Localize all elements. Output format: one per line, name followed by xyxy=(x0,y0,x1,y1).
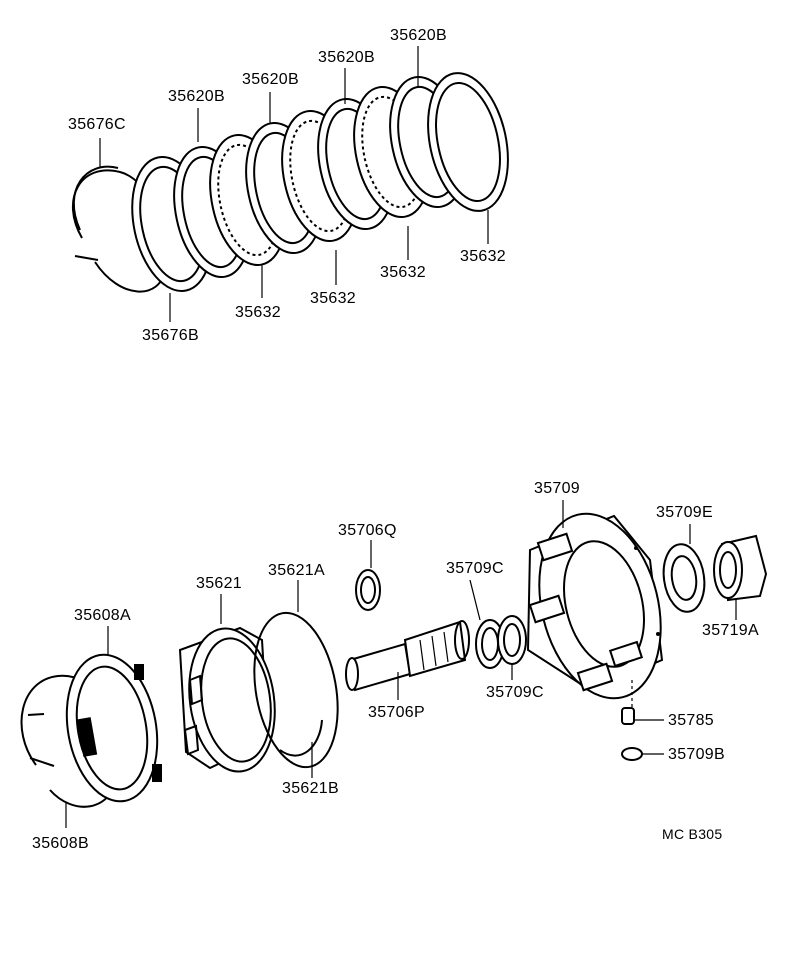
splined-hub-35719A xyxy=(713,534,768,602)
one-way-clutch-35608A xyxy=(65,653,162,803)
label-35621A: 35621A xyxy=(268,562,325,579)
label-35621: 35621 xyxy=(196,575,242,592)
label-35706Q: 35706Q xyxy=(338,522,397,539)
label-35709E: 35709E xyxy=(656,504,713,521)
top-leader-lines xyxy=(99,46,489,322)
label-35676B: 35676B xyxy=(142,327,199,344)
clutch-plate-stack xyxy=(173,72,509,278)
label-35620B-1: 35620B xyxy=(168,88,225,105)
label-35620B-4: 35620B xyxy=(390,27,447,44)
label-35709C-2: 35709C xyxy=(486,684,544,701)
clutch-drum-35621 xyxy=(178,626,276,773)
label-35632-4: 35632 xyxy=(460,248,506,265)
label-35632-3: 35632 xyxy=(380,264,426,281)
label-35709: 35709 xyxy=(534,480,580,497)
bearing-35706Q xyxy=(355,569,381,611)
label-35632-2: 35632 xyxy=(310,290,356,307)
seal-rings-35709C xyxy=(475,615,527,669)
label-35608A: 35608A xyxy=(74,607,131,624)
thrust-washer-35709E xyxy=(662,543,706,613)
bottom-leader-lines xyxy=(65,500,737,828)
label-35620B-2: 35620B xyxy=(242,71,299,88)
input-shaft-35706P xyxy=(345,620,470,692)
label-35785: 35785 xyxy=(668,712,714,729)
label-35676C: 35676C xyxy=(68,116,126,133)
plate-35621B xyxy=(279,719,323,757)
o-ring-35709B xyxy=(621,747,643,761)
label-35706P: 35706P xyxy=(368,704,425,721)
label-35719A: 35719A xyxy=(702,622,759,639)
diagram-code: MC B305 xyxy=(662,826,723,842)
label-35709C-1: 35709C xyxy=(446,560,504,577)
label-35632-1: 35632 xyxy=(235,304,281,321)
clutch-drum-35709 xyxy=(526,512,664,700)
label-35620B-3: 35620B xyxy=(318,49,375,66)
snap-ring-35621A xyxy=(253,611,339,769)
label-35621B: 35621B xyxy=(282,780,339,797)
check-ball-35785 xyxy=(621,707,635,725)
label-35709B: 35709B xyxy=(668,746,725,763)
label-35608B: 35608B xyxy=(32,835,89,852)
